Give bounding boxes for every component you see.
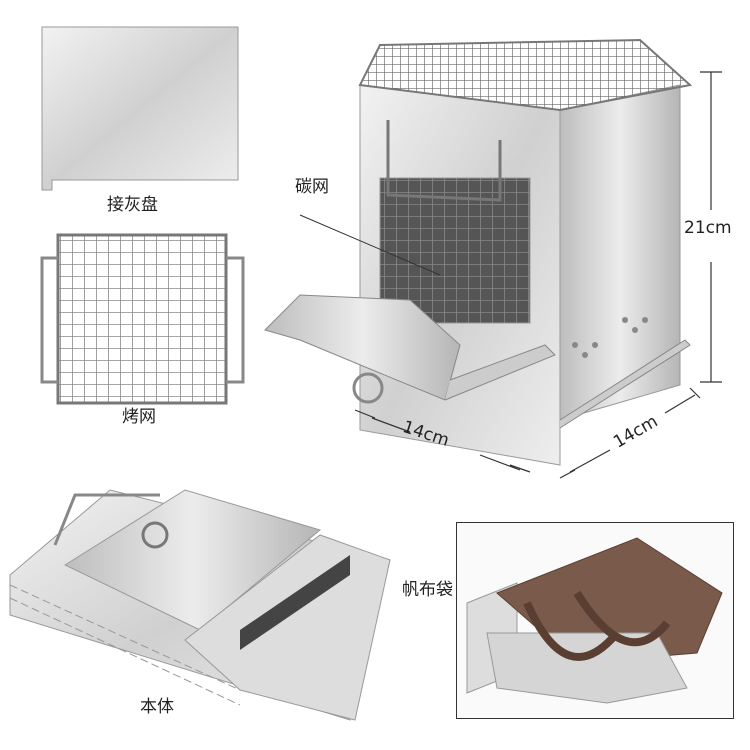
ash-tray-image bbox=[41, 26, 239, 191]
folded-body-image bbox=[9, 489, 391, 721]
canvas-bag-image bbox=[466, 537, 723, 704]
height-dimension-label: 21cm bbox=[684, 218, 732, 238]
ash-tray-label: 接灰盘 bbox=[107, 195, 158, 215]
grill-grate-label: 烤网 bbox=[122, 407, 156, 427]
dimension-lines bbox=[354, 71, 722, 479]
main-body-label: 本体 bbox=[140, 697, 174, 717]
grill-grate-image bbox=[40, 233, 245, 405]
canvas-bag-inset bbox=[456, 522, 734, 719]
canvas-bag-label: 帆布袋 bbox=[402, 580, 453, 600]
charcoal-grate-label: 碳网 bbox=[295, 177, 329, 197]
stove-image bbox=[264, 38, 693, 466]
